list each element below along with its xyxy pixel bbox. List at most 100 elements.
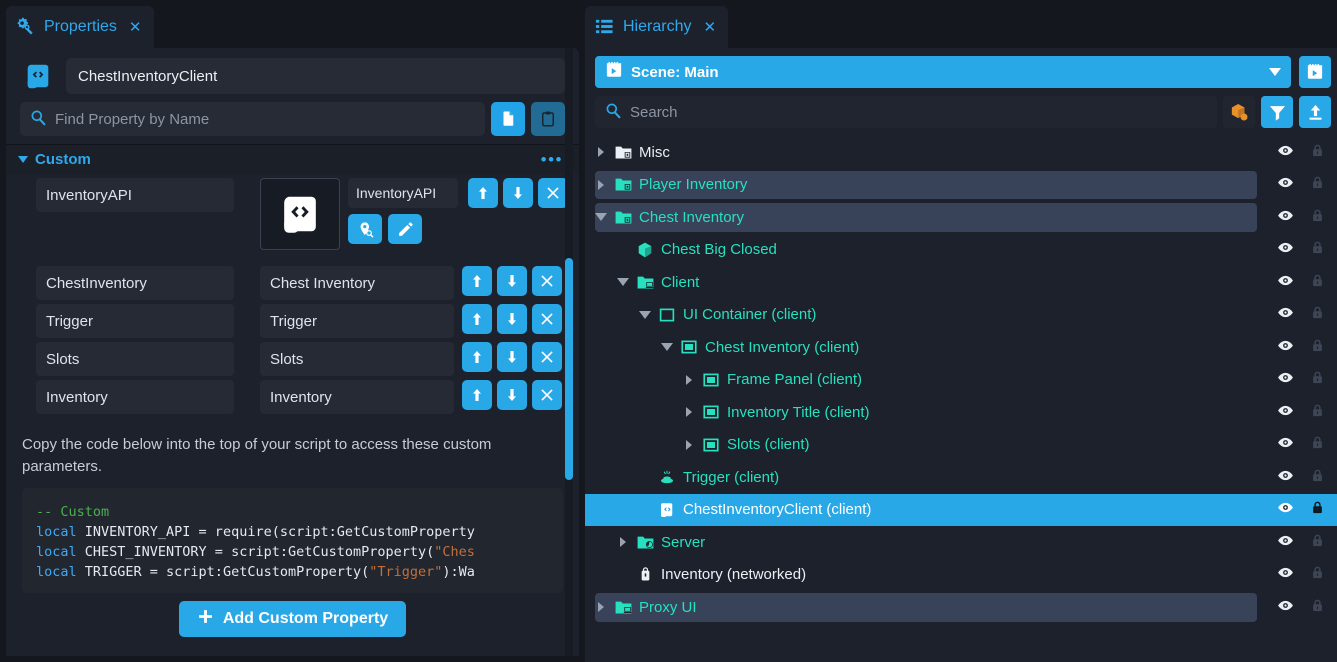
eye-icon[interactable] [1277, 337, 1294, 358]
new-scene-button[interactable] [1299, 56, 1331, 88]
eye-icon[interactable] [1277, 174, 1294, 195]
add-custom-property-button[interactable]: Add Custom Property [178, 600, 407, 637]
collapse-caret-icon[interactable] [661, 343, 673, 352]
lock-icon[interactable] [1310, 143, 1325, 162]
collapse-caret-icon[interactable] [595, 213, 607, 222]
property-value-field[interactable]: Inventory [260, 380, 454, 414]
properties-scrollbar-thumb[interactable] [565, 258, 573, 480]
collapse-caret-icon[interactable] [639, 310, 651, 319]
lock-icon[interactable] [1310, 175, 1325, 194]
hierarchy-row-chest-inventory-client[interactable]: Chest Inventory (client) [585, 331, 1337, 364]
lock-icon[interactable] [1310, 468, 1325, 487]
expand-caret-icon[interactable] [595, 147, 607, 158]
expand-caret-icon[interactable] [595, 602, 607, 613]
hierarchy-row-trigger-client[interactable]: Trigger (client) [585, 461, 1337, 494]
hierarchy-row-proxy-ui[interactable]: Proxy UI [585, 591, 1337, 624]
hierarchy-row-player-inventory[interactable]: Player Inventory [585, 169, 1337, 202]
eye-icon[interactable] [1277, 467, 1294, 488]
remove-property-button[interactable] [532, 266, 562, 296]
lock-icon[interactable] [1310, 240, 1325, 259]
lock-icon[interactable] [1310, 500, 1325, 519]
hierarchy-row-misc[interactable]: Misc [585, 136, 1337, 169]
property-key-field[interactable]: InventoryAPI [36, 178, 234, 212]
tab-properties-close-icon[interactable]: ✕ [128, 18, 142, 36]
expand-caret-icon[interactable] [617, 537, 629, 548]
lock-icon[interactable] [1310, 338, 1325, 357]
eye-icon[interactable] [1277, 402, 1294, 423]
lock-icon[interactable] [1310, 565, 1325, 584]
asset-cube-icon[interactable] [1223, 96, 1255, 128]
lock-icon[interactable] [1310, 273, 1325, 292]
remove-property-button[interactable] [538, 178, 568, 208]
move-up-button[interactable] [462, 380, 492, 410]
move-down-button[interactable] [497, 380, 527, 410]
find-asset-button[interactable] [348, 214, 382, 244]
eye-icon[interactable] [1277, 142, 1294, 163]
expand-caret-icon[interactable] [595, 179, 607, 190]
hierarchy-row-ui-container-client[interactable]: UI Container (client) [585, 299, 1337, 332]
remove-property-button[interactable] [532, 380, 562, 410]
code-snippet-box[interactable]: -- Custom local INVENTORY_API = require(… [22, 487, 563, 593]
lock-icon[interactable] [1310, 435, 1325, 454]
eye-icon[interactable] [1277, 434, 1294, 455]
property-key-field[interactable]: Inventory [36, 380, 234, 414]
eye-icon[interactable] [1277, 272, 1294, 293]
move-up-button[interactable] [462, 342, 492, 372]
property-value-field[interactable]: Trigger [260, 304, 454, 338]
hierarchy-row-inventory-networked[interactable]: Inventory (networked) [585, 559, 1337, 592]
remove-property-button[interactable] [532, 304, 562, 334]
eye-icon[interactable] [1277, 564, 1294, 585]
expand-caret-icon[interactable] [683, 407, 695, 418]
property-value-field[interactable]: Chest Inventory [260, 266, 454, 300]
expand-caret-icon[interactable] [683, 374, 695, 385]
hierarchy-row-chest-big-closed[interactable]: Chest Big Closed [585, 234, 1337, 267]
hierarchy-row-inventory-title-client[interactable]: Inventory Title (client) [585, 396, 1337, 429]
section-more-icon[interactable]: ••• [540, 150, 563, 169]
move-up-button[interactable] [462, 266, 492, 296]
scene-selector[interactable]: Scene: Main [595, 56, 1291, 88]
expand-caret-icon[interactable] [683, 439, 695, 450]
hierarchy-search-input[interactable]: Search [595, 96, 1217, 128]
move-down-button[interactable] [497, 266, 527, 296]
hierarchy-row-chest-inventory[interactable]: Chest Inventory [585, 201, 1337, 234]
edit-asset-button[interactable] [388, 214, 422, 244]
eye-icon[interactable] [1277, 597, 1294, 618]
property-key-field[interactable]: Slots [36, 342, 234, 376]
tab-hierarchy[interactable]: Hierarchy ✕ [585, 6, 729, 48]
move-down-button[interactable] [503, 178, 533, 208]
tab-hierarchy-close-icon[interactable]: ✕ [703, 18, 717, 36]
lock-icon[interactable] [1310, 598, 1325, 617]
hierarchy-row-slots-client[interactable]: Slots (client) [585, 429, 1337, 462]
lock-icon[interactable] [1310, 208, 1325, 227]
eye-icon[interactable] [1277, 499, 1294, 520]
section-collapse-caret-icon[interactable] [18, 156, 28, 163]
move-down-button[interactable] [497, 304, 527, 334]
hierarchy-row-client[interactable]: Client [585, 266, 1337, 299]
lock-icon[interactable] [1310, 370, 1325, 389]
chevron-down-icon[interactable] [1269, 68, 1281, 76]
lock-icon[interactable] [1310, 403, 1325, 422]
move-up-button[interactable] [462, 304, 492, 334]
move-down-button[interactable] [497, 342, 527, 372]
property-value-field[interactable]: InventoryAPI [348, 178, 458, 208]
collapse-caret-icon[interactable] [617, 278, 629, 287]
eye-icon[interactable] [1277, 304, 1294, 325]
asset-thumbnail[interactable] [260, 178, 340, 250]
eye-icon[interactable] [1277, 532, 1294, 553]
hierarchy-row-frame-panel-client[interactable]: Frame Panel (client) [585, 364, 1337, 397]
remove-property-button[interactable] [532, 342, 562, 372]
hierarchy-row-server[interactable]: Server [585, 526, 1337, 559]
custom-section-header[interactable]: Custom ••• [6, 144, 579, 174]
lock-icon[interactable] [1310, 305, 1325, 324]
hierarchy-row-chestinventoryclient-client[interactable]: ChestInventoryClient (client) [585, 493, 1337, 526]
eye-icon[interactable] [1277, 369, 1294, 390]
copy-properties-button[interactable] [491, 102, 525, 136]
publish-upload-icon[interactable] [1299, 96, 1331, 128]
property-value-field[interactable]: Slots [260, 342, 454, 376]
property-key-field[interactable]: ChestInventory [36, 266, 234, 300]
tab-properties[interactable]: Properties ✕ [6, 6, 154, 48]
move-up-button[interactable] [468, 178, 498, 208]
eye-icon[interactable] [1277, 207, 1294, 228]
object-name-field[interactable]: ChestInventoryClient [66, 58, 565, 94]
eye-icon[interactable] [1277, 239, 1294, 260]
